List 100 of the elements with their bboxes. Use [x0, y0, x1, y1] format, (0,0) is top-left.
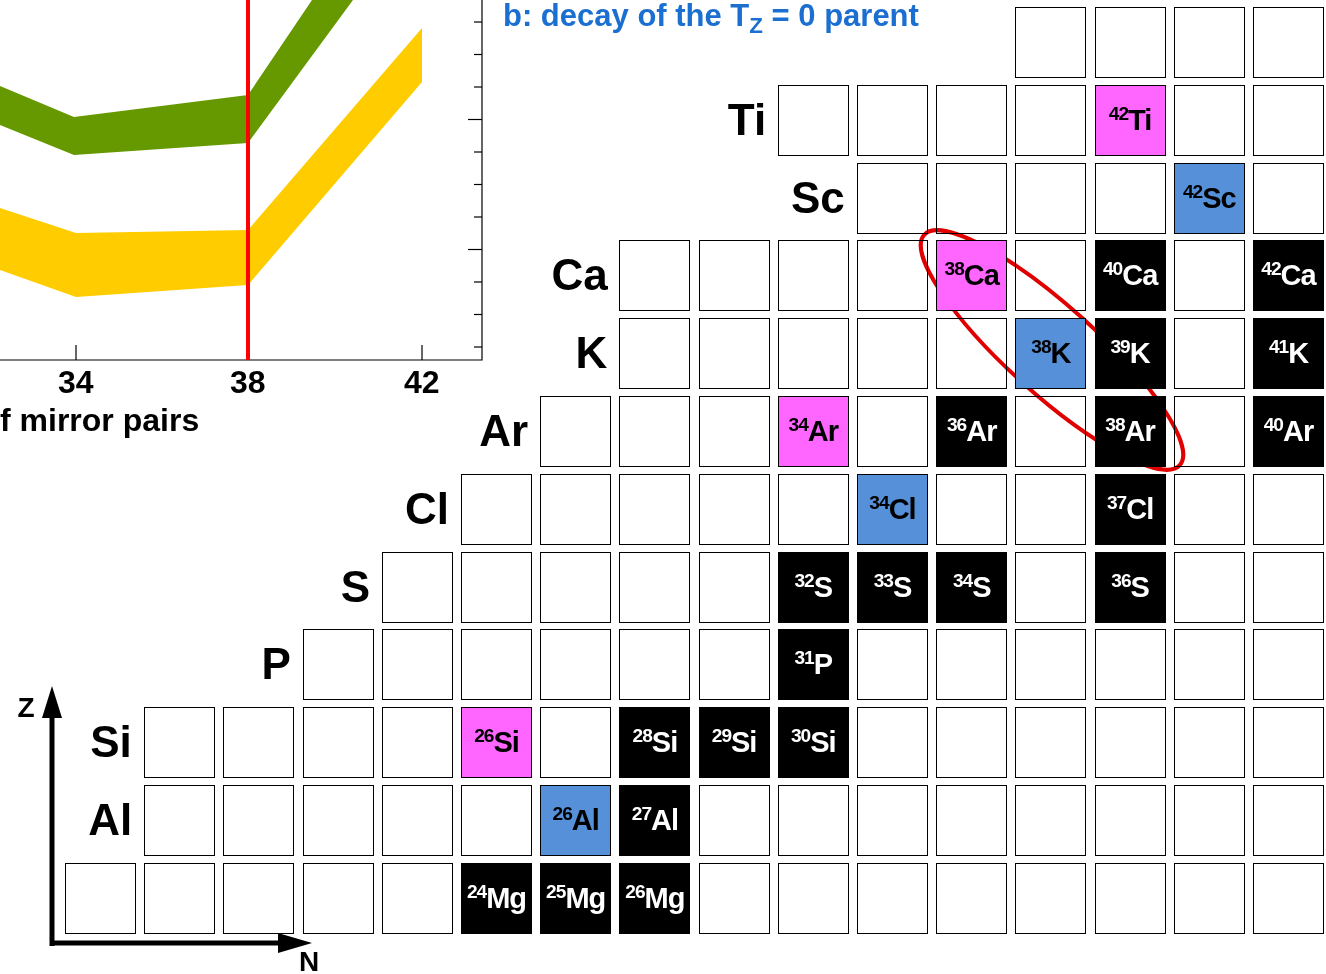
empty-nuclide-cell [857, 396, 928, 467]
empty-nuclide-cell [777, 862, 849, 934]
empty-nuclide-cell [619, 396, 691, 467]
isotope-label: $^{31}$P [794, 650, 833, 680]
empty-nuclide-cell [857, 862, 928, 934]
empty-nuclide-cell [1094, 7, 1166, 78]
empty-nuclide-cell [1173, 629, 1245, 701]
empty-nuclide-cell [777, 473, 849, 545]
nuclide-cell [777, 707, 849, 779]
empty-nuclide-cell [1015, 629, 1087, 701]
axis-title: f mirror pairs [0, 404, 200, 436]
empty-nuclide-cell [777, 785, 849, 856]
element-symbol: Ti [727, 97, 767, 142]
empty-nuclide-cell [698, 862, 770, 934]
nuclide-cell [619, 707, 691, 779]
tick-label: 38 [230, 366, 266, 398]
empty-nuclide-cell [1173, 785, 1245, 856]
axis-label: N [299, 948, 320, 974]
nuclide-cell [540, 785, 612, 856]
empty-nuclide-cell [857, 240, 928, 312]
nuclide-cell [1094, 396, 1166, 467]
empty-nuclide-cell [223, 785, 295, 856]
empty-nuclide-cell [698, 318, 770, 390]
empty-nuclide-cell [857, 318, 928, 390]
element-symbol: Cl [405, 486, 449, 531]
empty-nuclide-cell [302, 862, 374, 934]
element-symbol: K [575, 331, 608, 376]
empty-nuclide-cell [302, 785, 374, 856]
isotope-label: $^{37}$Cl [1106, 494, 1154, 524]
isotope-label: $^{34}$Cl [869, 494, 916, 524]
isotope-label: $^{38}$Ca [944, 261, 999, 291]
nuclide-cell [461, 707, 532, 779]
empty-nuclide-cell [619, 318, 691, 390]
empty-nuclide-cell [1015, 84, 1087, 156]
isotope-label: $^{42}$Ca [1261, 261, 1316, 291]
empty-nuclide-cell [1253, 862, 1324, 934]
element-symbol: Si [90, 720, 132, 765]
panel-title: b: decay of the T$_{Z}$ = 0 parent [503, 0, 919, 33]
isotope-label: $^{28}$Si [632, 728, 678, 758]
empty-nuclide-cell [1173, 7, 1245, 78]
empty-nuclide-cell [540, 707, 612, 779]
nuclide-cell [936, 396, 1008, 467]
empty-nuclide-cell [936, 629, 1008, 701]
empty-nuclide-cell [619, 240, 691, 312]
empty-nuclide-cell [1173, 707, 1245, 779]
nuclide-cell [936, 240, 1008, 312]
empty-nuclide-cell [1015, 785, 1087, 856]
empty-nuclide-cell [857, 162, 928, 234]
empty-nuclide-cell [1015, 551, 1087, 623]
empty-nuclide-cell [1253, 7, 1324, 78]
empty-nuclide-cell [144, 785, 216, 856]
element-symbol: Ca [551, 253, 608, 298]
empty-nuclide-cell [857, 629, 928, 701]
isotope-label: $^{30}$Si [790, 728, 836, 758]
nuclide-cell [540, 862, 612, 934]
empty-nuclide-cell [1253, 707, 1324, 779]
nuclide-cell [698, 707, 770, 779]
empty-nuclide-cell [144, 862, 216, 934]
isotope-label: $^{40}$Ca [1102, 261, 1158, 291]
empty-nuclide-cell [1015, 707, 1087, 779]
empty-nuclide-cell [936, 785, 1008, 856]
isotope-label: $^{26}$Mg [625, 883, 685, 913]
isotope-label: $^{26}$Al [552, 806, 599, 835]
nuclide-cell [1094, 473, 1166, 545]
empty-nuclide-cell [1015, 162, 1087, 234]
isotope-label: $^{38}$K [1031, 339, 1071, 369]
empty-nuclide-cell [857, 84, 928, 156]
element-symbol: P [261, 642, 291, 687]
empty-nuclide-cell [461, 785, 532, 856]
isotope-label: $^{42}$Ti [1108, 105, 1152, 135]
element-symbol: Ar [479, 409, 529, 453]
empty-nuclide-cell [1094, 862, 1166, 934]
element-symbol: Sc [791, 175, 845, 220]
empty-nuclide-cell [223, 862, 295, 934]
nuclide-cell [857, 473, 928, 545]
empty-nuclide-cell [698, 785, 770, 856]
empty-nuclide-cell [302, 629, 374, 701]
isotope-label: $^{34}$S [952, 572, 991, 602]
nuclide-cell [777, 551, 849, 623]
empty-nuclide-cell [1173, 84, 1245, 156]
isotope-label: $^{33}$S [873, 572, 912, 602]
isotope-label: $^{42}$Sc [1182, 183, 1236, 213]
empty-nuclide-cell [381, 629, 453, 701]
isotope-label: $^{39}$K [1110, 339, 1150, 369]
empty-nuclide-cell [381, 785, 453, 856]
isotope-label: $^{40}$Ar [1263, 417, 1314, 446]
isotope-label: $^{41}$K [1268, 339, 1309, 369]
empty-nuclide-cell [1173, 318, 1245, 390]
empty-nuclide-cell [936, 473, 1008, 545]
isotope-label: $^{36}$S [1111, 572, 1149, 602]
axis-label: Z [17, 694, 35, 722]
empty-nuclide-cell [302, 707, 374, 779]
isotope-label: $^{27}$Al [631, 806, 679, 835]
empty-nuclide-cell [1015, 473, 1087, 545]
nuclide-cell [1253, 318, 1324, 390]
empty-nuclide-cell [65, 862, 136, 934]
empty-nuclide-cell [540, 473, 612, 545]
nuclide-cell [619, 862, 691, 934]
empty-nuclide-cell [540, 396, 612, 467]
empty-nuclide-cell [1094, 629, 1166, 701]
